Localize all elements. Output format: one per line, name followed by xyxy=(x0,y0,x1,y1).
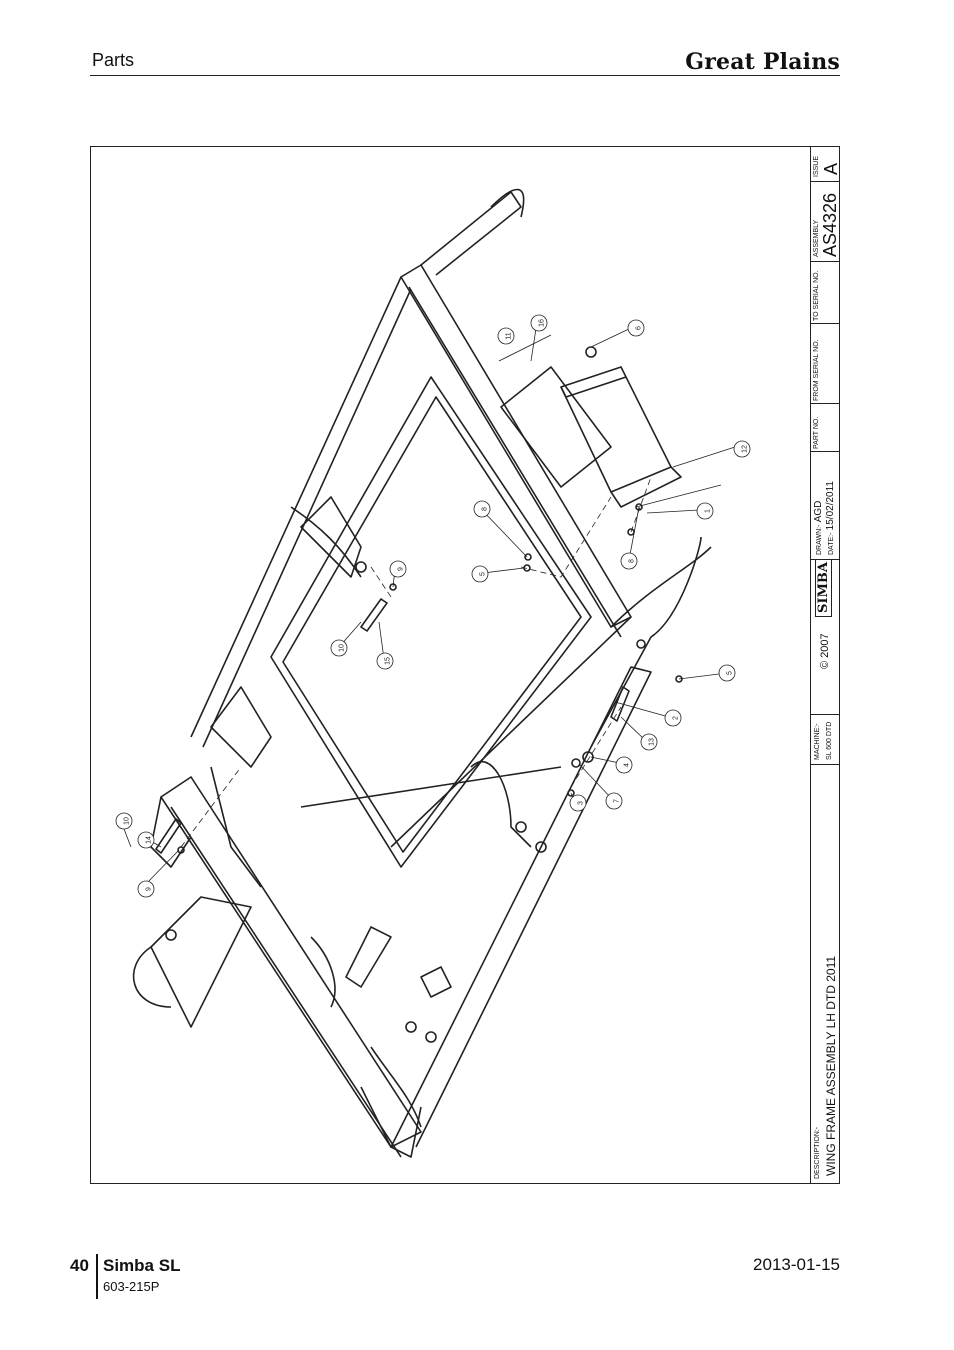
callout-11: 11 xyxy=(506,332,513,339)
callout-16: 16 xyxy=(539,319,546,327)
date-label: DATE:- xyxy=(828,532,835,555)
from-serial-cell: FROM SERIAL NO. xyxy=(811,323,840,404)
description-label: DESCRIPTION:- xyxy=(814,1126,821,1179)
part-no-label: PART NO. xyxy=(813,416,820,449)
to-serial-cell: TO SERIAL NO. xyxy=(811,261,840,324)
callout-9b: 9 xyxy=(146,887,153,891)
part-no-cell: PART NO. xyxy=(811,403,840,452)
callout-10a: 10 xyxy=(339,644,346,652)
footer-divider xyxy=(96,1254,98,1299)
machine-cell: MACHINE:- SL 600 DTD xyxy=(811,714,840,765)
callout-15: 15 xyxy=(385,657,392,665)
brand-logo: Great Plains xyxy=(685,49,840,75)
callout-6: 7 xyxy=(614,799,621,803)
machine-value: SL 600 DTD xyxy=(826,721,833,760)
manual-code: 603-215P xyxy=(103,1279,160,1294)
callout-10b: 10 xyxy=(124,817,131,825)
callout-12: 12 xyxy=(742,445,749,453)
assembly-label: ASSEMBLY xyxy=(813,219,820,257)
from-serial-label: FROM SERIAL NO. xyxy=(813,339,820,401)
assembly-number: AS4326 xyxy=(820,192,840,257)
header-section: Parts xyxy=(92,50,135,70)
description-cell: DESCRIPTION:- WING FRAME ASSEMBLY LH DTD… xyxy=(811,764,840,1183)
callout-9a: 9 xyxy=(398,567,405,571)
callout-13: 13 xyxy=(649,738,656,746)
to-serial-label: TO SERIAL NO. xyxy=(813,270,820,321)
description-text: WING FRAME ASSEMBLY LH DTD 2011 xyxy=(824,955,838,1176)
issue-label: ISSUE xyxy=(813,155,820,177)
issue-cell: ISSUE A xyxy=(811,147,840,182)
callout-2: 2 xyxy=(673,716,680,720)
logo-cell: SIMBA © 2007 xyxy=(811,559,840,715)
drawn-value: AGD xyxy=(813,500,824,523)
callout-7: 6 xyxy=(636,326,643,330)
callout-5b: 5 xyxy=(727,671,734,675)
callout-4: 4 xyxy=(624,763,631,767)
drawn-date-cell: DRAWN:- AGD DATE:- 15/02/2011 xyxy=(811,451,840,560)
callout-8b: 8 xyxy=(629,559,636,563)
simba-logo: SIMBA xyxy=(815,559,832,617)
drawn-label: DRAWN:- xyxy=(816,524,823,555)
manual-title: Simba SL xyxy=(103,1256,181,1275)
assembly-cell: ASSEMBLY AS4326 xyxy=(811,181,840,262)
page-number: 40 xyxy=(70,1256,89,1275)
callout-1: 1 xyxy=(705,509,712,513)
callout-14: 14 xyxy=(146,836,153,844)
drawing-sheet: 16 11 6 12 1 8 8 5 9 10 15 5 2 13 4 7 3 … xyxy=(90,146,840,1184)
copyright-text: © 2007 xyxy=(819,633,831,669)
date-value: 15/02/2011 xyxy=(825,481,836,531)
callout-5a: 5 xyxy=(480,572,487,576)
callout-3: 3 xyxy=(578,801,585,805)
title-block: ISSUE A ASSEMBLY AS4326 TO SERIAL NO. FR… xyxy=(810,147,840,1183)
publication-date: 2013-01-15 xyxy=(753,1255,840,1274)
issue-value: A xyxy=(821,162,840,175)
header-rule xyxy=(90,75,840,76)
callout-8a: 8 xyxy=(482,507,489,511)
exploded-parts-drawing: 16 11 6 12 1 8 8 5 9 10 15 5 2 13 4 7 3 … xyxy=(115,188,751,1158)
machine-label: MACHINE:- xyxy=(814,723,821,760)
